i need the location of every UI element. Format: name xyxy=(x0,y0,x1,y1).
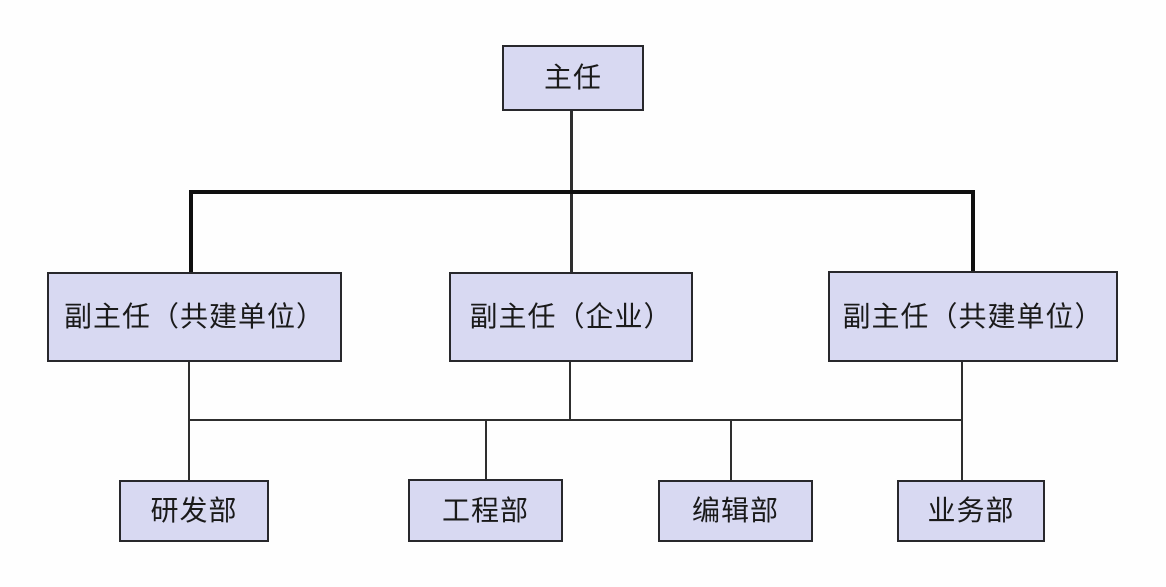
org-node-director: 主任 xyxy=(502,45,644,111)
connector-level2-bracket-left-drop xyxy=(189,190,193,272)
org-node-engineering-department: 工程部 xyxy=(408,479,563,542)
org-node-director-label: 主任 xyxy=(543,62,602,93)
connector-level2-bracket-horizontal xyxy=(189,190,975,194)
connector-deputy-left-stem xyxy=(188,362,190,480)
org-node-deputy-right: 副主任（共建单位） xyxy=(828,271,1118,362)
org-node-editorial-department-label: 编辑部 xyxy=(691,495,779,526)
org-node-rnd-department: 研发部 xyxy=(119,480,269,542)
org-node-deputy-right-label: 副主任（共建单位） xyxy=(842,300,1104,332)
connector-level2-bracket-right-drop xyxy=(971,190,975,272)
org-node-deputy-middle: 副主任（企业） xyxy=(449,272,693,362)
connector-level3-bus-horizontal xyxy=(188,419,963,421)
org-node-deputy-left-label: 副主任（共建单位） xyxy=(63,301,325,332)
org-node-engineering-department-label: 工程部 xyxy=(441,494,529,526)
org-node-editorial-department: 编辑部 xyxy=(658,480,813,542)
org-node-business-department-label: 业务部 xyxy=(927,495,1015,526)
org-node-deputy-middle-label: 副主任（企业） xyxy=(469,301,673,332)
connector-editorial-stem xyxy=(730,419,732,480)
connector-deputy-middle-stem xyxy=(569,362,571,420)
org-node-business-department: 业务部 xyxy=(897,480,1045,542)
connector-engineering-stem xyxy=(485,419,487,479)
org-node-rnd-department-label: 研发部 xyxy=(150,495,238,526)
org-node-deputy-left: 副主任（共建单位） xyxy=(47,272,342,362)
connector-deputy-right-stem xyxy=(961,362,963,480)
